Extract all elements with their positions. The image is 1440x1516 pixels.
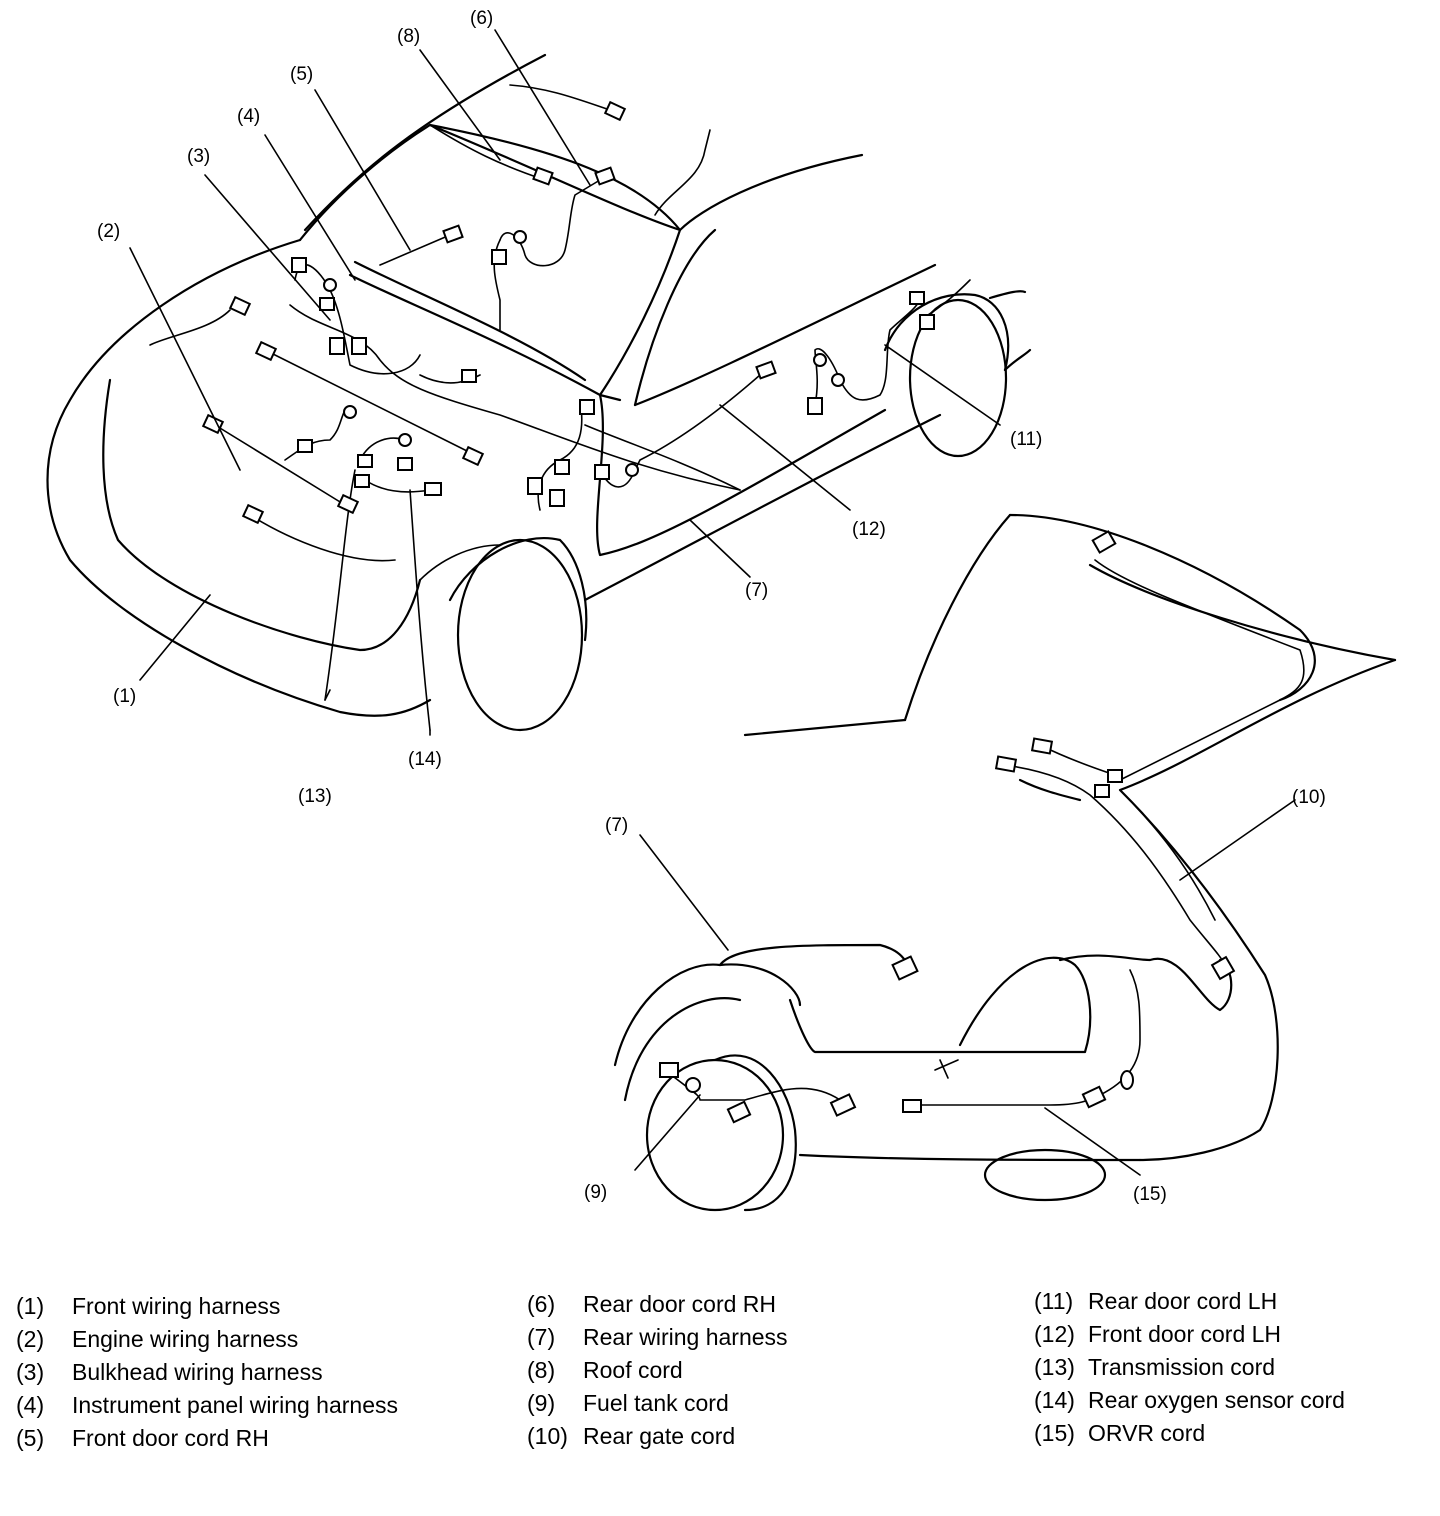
callout-7b: (7) xyxy=(605,815,628,836)
legend-column-1: (1) Front wiring harness (2) Engine wiring… xyxy=(16,1290,398,1455)
callout-8: (8) xyxy=(397,26,420,47)
legend-num: (12) xyxy=(1034,1321,1075,1347)
legend-label: Engine wiring harness xyxy=(72,1326,299,1352)
callout-12: (12) xyxy=(852,519,886,540)
legend-num: (13) xyxy=(1034,1354,1075,1380)
legend-item: (11) Rear door cord LH xyxy=(1034,1285,1345,1318)
legend-num: (3) xyxy=(16,1359,45,1385)
legend-item: (9) Fuel tank cord xyxy=(527,1387,788,1420)
legend-item: (3) Bulkhead wiring harness xyxy=(16,1356,398,1389)
callout-6: (6) xyxy=(470,8,493,29)
legend-label: Rear wiring harness xyxy=(583,1324,788,1350)
callout-5: (5) xyxy=(290,64,313,85)
legend-item: (4) Instrument panel wiring harness xyxy=(16,1389,398,1422)
connectors-front xyxy=(201,100,935,525)
callout-10: (10) xyxy=(1292,787,1326,808)
callout-3: (3) xyxy=(187,146,210,167)
legend-item: (14) Rear oxygen sensor cord xyxy=(1034,1384,1345,1417)
legend-item: (8) Roof cord xyxy=(527,1354,788,1387)
callout-9: (9) xyxy=(584,1182,607,1203)
callout-14: (14) xyxy=(408,749,442,770)
legend-label: Bulkhead wiring harness xyxy=(72,1359,323,1385)
legend-label: Front door cord LH xyxy=(1088,1321,1282,1347)
legend-label: Rear door cord LH xyxy=(1088,1288,1278,1314)
legend-item: (13) Transmission cord xyxy=(1034,1351,1345,1384)
legend-num: (1) xyxy=(16,1293,45,1319)
legend-item: (10) Rear gate cord xyxy=(527,1420,788,1453)
legend-num: (8) xyxy=(527,1357,556,1383)
callout-13: (13) xyxy=(298,786,332,807)
legend-label: Front wiring harness xyxy=(72,1293,281,1319)
legend-num: (4) xyxy=(16,1392,45,1418)
leader-lines xyxy=(129,29,1296,1176)
legend-item: (15) ORVR cord xyxy=(1034,1417,1345,1450)
front-car-outline xyxy=(46,53,1032,732)
legend-label: Front door cord RH xyxy=(72,1425,269,1451)
callout-labels: (1) (2) (3) (4) (5) (8) (6) (7) (12) (11… xyxy=(97,8,1326,1205)
legend-label: Fuel tank cord xyxy=(583,1390,729,1416)
legend-num: (2) xyxy=(16,1326,45,1352)
legend-item: (2) Engine wiring harness xyxy=(16,1323,398,1356)
legend-num: (14) xyxy=(1034,1387,1075,1413)
legend-num: (15) xyxy=(1034,1420,1075,1446)
rear-car-outline xyxy=(613,513,1397,1212)
legend-num: (5) xyxy=(16,1425,45,1451)
legend-label: Rear oxygen sensor cord xyxy=(1088,1387,1345,1413)
callout-15: (15) xyxy=(1133,1184,1167,1205)
callout-7: (7) xyxy=(745,580,768,601)
legend-num: (9) xyxy=(527,1390,556,1416)
legend-num: (11) xyxy=(1034,1288,1074,1314)
callout-4: (4) xyxy=(237,106,260,127)
legend-item: (12) Front door cord LH xyxy=(1034,1318,1345,1351)
legend-column-2: (6) Rear door cord RH (7) Rear wiring harn… xyxy=(527,1288,788,1453)
rear-harness-wires xyxy=(664,559,1305,1106)
legend-item: (1) Front wiring harness xyxy=(16,1290,398,1323)
legend-item: (5) Front door cord RH xyxy=(16,1422,398,1455)
legend-label: Rear door cord RH xyxy=(583,1291,777,1317)
connectors-rear xyxy=(659,530,1236,1124)
legend-num: (6) xyxy=(527,1291,556,1317)
legend-column-3: (11) Rear door cord LH (12) Front door cor… xyxy=(1034,1285,1345,1450)
legend-num: (7) xyxy=(527,1324,556,1350)
legend-label: Rear gate cord xyxy=(583,1423,736,1449)
legend-label: Roof cord xyxy=(583,1357,683,1383)
callout-11: (11) xyxy=(1010,429,1042,450)
legend-label: Transmission cord xyxy=(1088,1354,1276,1380)
legend-item: (6) Rear door cord RH xyxy=(527,1288,788,1321)
callout-1: (1) xyxy=(113,686,136,707)
legend-item: (7) Rear wiring harness xyxy=(527,1321,788,1354)
callout-2: (2) xyxy=(97,221,120,242)
legend-num: (10) xyxy=(527,1423,568,1449)
wiring-harness-diagram: (1) (2) (3) (4) (5) (8) (6) (7) (12) (11… xyxy=(46,8,1397,1212)
legend-label: Instrument panel wiring harness xyxy=(72,1392,398,1418)
legend-label: ORVR cord xyxy=(1088,1420,1206,1446)
